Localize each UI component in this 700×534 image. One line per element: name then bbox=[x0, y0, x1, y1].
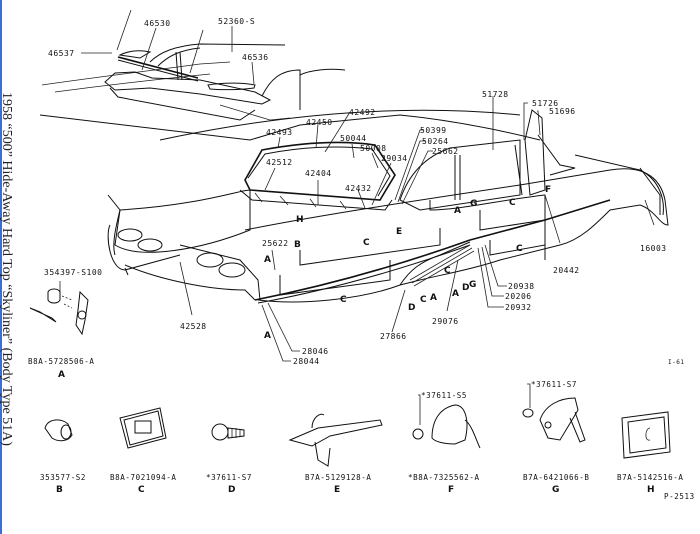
callout-50264: 50264 bbox=[422, 137, 449, 146]
key-marker-H: H bbox=[296, 215, 304, 225]
car-body-drawing bbox=[39, 109, 669, 304]
key-marker-C-6: C bbox=[420, 295, 427, 305]
key-marker-D-2: D bbox=[462, 283, 469, 293]
fastener-D-drawing: *37611-S7 D bbox=[206, 423, 252, 495]
callout-51726: 51726 bbox=[532, 99, 559, 108]
callout-51728: 51728 bbox=[482, 90, 509, 99]
fastener-G-key: G bbox=[552, 485, 559, 495]
key-marker-C-5: C bbox=[444, 266, 451, 276]
fastener-B-drawing: 353577-S2 B bbox=[40, 419, 86, 495]
callout-42492: 42492 bbox=[349, 108, 376, 117]
callout-20442: 20442 bbox=[553, 266, 580, 275]
callout-46536: 46536 bbox=[242, 53, 269, 62]
callout-52360-S: 52360-S bbox=[218, 17, 255, 26]
fastener-A-part-number: B8A-5728506-A bbox=[28, 357, 95, 366]
callout-29034: 29034 bbox=[381, 154, 408, 163]
fastener-G-part-number: B7A-6421066-B bbox=[523, 473, 590, 482]
fastener-E-key: E bbox=[334, 485, 340, 495]
fastener-C-drawing: B8A-7021094-A C bbox=[110, 407, 177, 495]
callout-42528: 42528 bbox=[180, 322, 207, 331]
key-marker-C-2: C bbox=[340, 295, 347, 305]
callout-labels: 46537 46530 52360-S 46536 51728 51726 51… bbox=[44, 17, 684, 366]
fastener-C-key: C bbox=[138, 485, 145, 495]
fastener-H-drawing: B7A-5142516-A H bbox=[617, 411, 684, 495]
fastener-D-part-number: *37611-S7 bbox=[206, 473, 252, 482]
callout-16003: 16003 bbox=[640, 244, 667, 253]
fastener-B-key: B bbox=[56, 485, 63, 495]
key-marker-D-1: D bbox=[408, 303, 415, 313]
callout-42450: 42450 bbox=[306, 118, 333, 127]
fastener-C-part-number: B8A-7021094-A bbox=[110, 473, 177, 482]
callout-51696: 51696 bbox=[549, 107, 576, 116]
key-marker-F: F bbox=[545, 185, 551, 195]
key-marker-C-1: C bbox=[363, 238, 370, 248]
callout-50044: 50044 bbox=[340, 134, 367, 143]
callout-42512: 42512 bbox=[266, 158, 293, 167]
key-marker-B: B bbox=[294, 240, 301, 250]
callout-25622: 25622 bbox=[262, 239, 289, 248]
roof-inset-drawing bbox=[41, 9, 346, 121]
fastener-A-key: A bbox=[58, 370, 65, 380]
letter-key-markers: H E B C C C C C C F A G A A D A A D G bbox=[264, 185, 551, 341]
fastener-E-drawing: B7A-5129128-A E bbox=[288, 413, 383, 495]
callout-29076: 29076 bbox=[432, 317, 459, 326]
figure-id: P-2513 bbox=[664, 492, 695, 501]
fastener-H-key: H bbox=[647, 485, 655, 495]
callout-20938: 20938 bbox=[508, 282, 535, 291]
callout-354397-S100: 354397-S100 bbox=[44, 268, 102, 277]
callout-25662: 25662 bbox=[432, 147, 459, 156]
key-marker-E: E bbox=[396, 227, 402, 237]
key-marker-C-4: C bbox=[516, 244, 523, 254]
callout-20932: 20932 bbox=[505, 303, 532, 312]
fastener-F-part-number: *B8A-7325562-A bbox=[408, 473, 480, 482]
reference-code: I-61 bbox=[668, 359, 684, 366]
callout-42432: 42432 bbox=[345, 184, 372, 193]
fastener-B-part-number: 353577-S2 bbox=[40, 473, 86, 482]
callout-46537: 46537 bbox=[48, 49, 75, 58]
fastener-A-drawing: B8A-5728506-A A bbox=[28, 288, 95, 380]
fastener-G-drawing: *37611-S7 B7A-6421066-B G bbox=[522, 380, 590, 495]
key-marker-A-2: A bbox=[264, 255, 271, 265]
key-marker-A-5: A bbox=[452, 289, 459, 299]
key-marker-A-1: A bbox=[454, 206, 461, 216]
key-marker-A-3: A bbox=[264, 331, 271, 341]
callout-42493: 42493 bbox=[266, 128, 293, 137]
callout-28046: 28046 bbox=[302, 347, 329, 356]
fastener-D-key: D bbox=[228, 485, 235, 495]
fastener-H-part-number: B7A-5142516-A bbox=[617, 473, 684, 482]
callout-46530: 46530 bbox=[144, 19, 171, 28]
fastener-E-part-number: B7A-5129128-A bbox=[305, 473, 372, 482]
page-left-border bbox=[0, 0, 2, 534]
callout-50399: 50399 bbox=[420, 126, 447, 135]
fastener-F-screw-number: *37611-S5 bbox=[421, 391, 467, 400]
callout-28044: 28044 bbox=[293, 357, 320, 366]
callout-20206: 20206 bbox=[505, 292, 532, 301]
fastener-F-drawing: *37611-S5 *B8A-7325562-A F bbox=[408, 391, 481, 495]
key-marker-G-1: G bbox=[470, 199, 477, 209]
key-marker-A-4: A bbox=[430, 293, 437, 303]
callout-27866: 27866 bbox=[380, 332, 407, 341]
fastener-G-screw-number: *37611-S7 bbox=[531, 380, 577, 389]
callout-50008: 50008 bbox=[360, 144, 387, 153]
callout-42404: 42404 bbox=[305, 169, 332, 178]
leader-lines bbox=[59, 26, 655, 362]
key-marker-C-3: C bbox=[509, 198, 516, 208]
key-marker-G-2: G bbox=[469, 280, 476, 290]
fastener-F-key: F bbox=[448, 485, 454, 495]
